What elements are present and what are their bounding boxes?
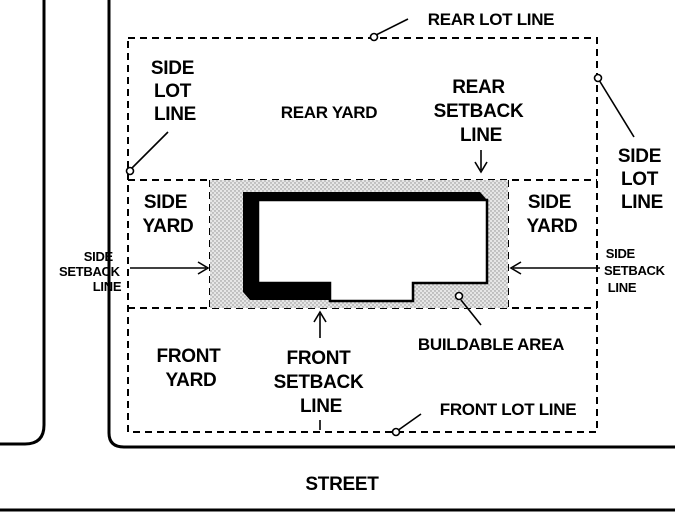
front-lot-line-marker <box>391 427 401 437</box>
buildable-area-label: BUILDABLE AREA <box>418 335 564 354</box>
left-side-lot-line-label: SIDE LOT LINE <box>151 58 199 125</box>
left-side-lot-line-leader <box>129 131 169 171</box>
right-side-lot-line-label: SIDE LOT LINE <box>618 146 666 213</box>
right-side-setback-arrow <box>509 261 600 275</box>
left-road-curb <box>0 0 46 446</box>
rear-lot-line-leader <box>373 18 409 37</box>
buildable-area-leader <box>460 299 482 326</box>
right-side-lot-line-leader <box>598 79 635 138</box>
left-side-setback-line-label: SIDE SETBACK LINE <box>59 249 123 294</box>
left-side-lot-line-marker <box>125 166 135 176</box>
building-shadow <box>243 192 487 300</box>
street-label: STREET <box>305 474 379 495</box>
front-setback-arrow <box>313 310 327 338</box>
building-footprint <box>256 198 489 303</box>
right-side-yard-label: SIDE YARD <box>527 192 578 237</box>
right-side-setback-line-label: SIDE SETBACK LINE <box>604 246 668 295</box>
front-yard-label: FRONT YARD <box>157 346 226 391</box>
rear-setback-line-label: REAR SETBACK LINE <box>434 77 529 146</box>
rear-setback-arrow <box>474 150 488 174</box>
street-curb <box>107 0 675 449</box>
right-side-lot-line-marker <box>593 73 603 83</box>
lot-boundary <box>127 37 598 433</box>
front-setback-line-label: FRONT SETBACK LINE <box>274 348 369 417</box>
buildable-area-marker <box>454 291 464 301</box>
rear-yard-label: REAR YARD <box>281 103 378 122</box>
rear-lot-line-label: REAR LOT LINE <box>428 10 554 29</box>
left-side-yard-label: SIDE YARD <box>143 192 194 237</box>
front-lot-line-label: FRONT LOT LINE <box>440 400 577 419</box>
rear-lot-line-marker <box>369 32 379 42</box>
front-lot-line-leader <box>396 413 422 432</box>
left-side-setback-arrow <box>130 261 210 275</box>
